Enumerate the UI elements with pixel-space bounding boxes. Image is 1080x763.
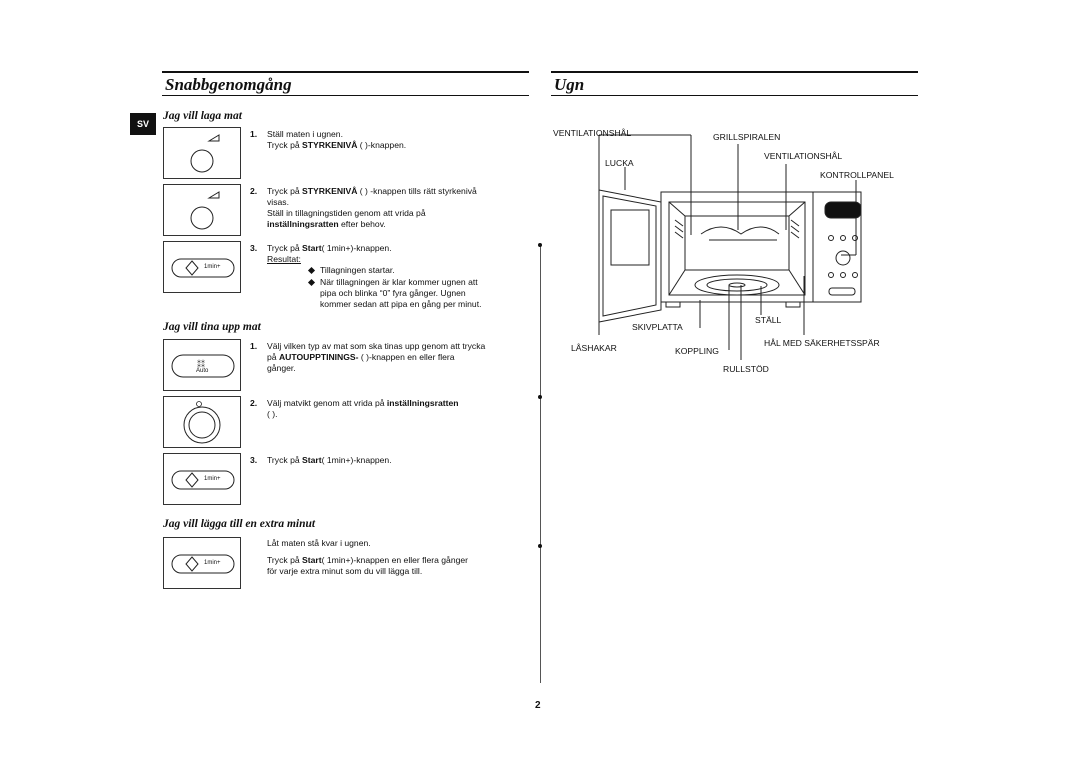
- label-ventilationshal-right: VENTILATIONSHÅL: [764, 151, 843, 161]
- step-text-line: visas.: [267, 197, 289, 207]
- label-stall: STÄLL: [755, 315, 782, 325]
- power-level-icon: [190, 191, 220, 230]
- left-page-title: Snabbgenomgång: [165, 75, 292, 94]
- step-text-line: på AUTOUPPTININGS- ( )-knappen en eller …: [267, 352, 455, 362]
- step-text: Ställ maten i ugnen. Tryck på STYRKENIVÅ…: [267, 129, 537, 151]
- step-text-line: Tryck på STYRKENIVÅ ( )-knappen.: [267, 140, 407, 150]
- step-text-line: Tryck på Start( 1min+)-knappen.: [267, 243, 392, 253]
- step-text: Välj vilken typ av mat som ska tinas upp…: [267, 341, 539, 374]
- power-level-button-illustration: [163, 127, 241, 179]
- step-text-line: gånger.: [267, 363, 296, 373]
- step-number: 2.: [250, 186, 258, 196]
- label-koppling: KOPPLING: [675, 346, 719, 356]
- result-bullet: [307, 266, 316, 275]
- step-text: Välj matvikt genom att vrida på inställn…: [267, 398, 539, 420]
- svg-text:⁑⁑: ⁑⁑: [197, 359, 205, 369]
- dial-knob-illustration: [163, 396, 241, 448]
- label-rullstod: RULLSTÖD: [723, 364, 769, 374]
- step-number: 3.: [250, 243, 258, 253]
- start-button-illustration: 1min+: [163, 537, 241, 589]
- start-button-icon: [171, 258, 235, 278]
- right-title-bottom-rule: [551, 95, 918, 96]
- dial-knob-icon: [183, 401, 221, 444]
- auto-label: Auto: [196, 368, 209, 374]
- section-heading-defrost: Jag vill tina upp mat: [163, 321, 261, 333]
- step-text-line: Tryck på STYRKENIVÅ ( ) -knappen tills r…: [267, 186, 477, 196]
- step-number: 3.: [250, 455, 258, 465]
- step-text-line: Ställ in tillagningstiden genom att vrid…: [267, 208, 426, 218]
- step-text-line: ( ).: [267, 409, 278, 419]
- label-kontrollpanel: KONTROLLPANEL: [820, 170, 894, 180]
- result-label: Resultat:: [267, 254, 301, 264]
- step-number: 1.: [250, 341, 258, 351]
- divider-dot: [538, 243, 542, 247]
- section-heading-cook: Jag vill laga mat: [163, 110, 242, 122]
- start-button-label: 1min+: [204, 560, 221, 566]
- step-text-line: Ställ maten i ugnen.: [267, 129, 343, 139]
- step-text-line: Låt maten stå kvar i ugnen.: [267, 538, 371, 548]
- start-button-label: 1min+: [204, 264, 221, 270]
- label-skivplatta: SKIVPLATTA: [632, 322, 683, 332]
- label-ventilationshal-left: VENTILATIONSHÅL: [553, 128, 632, 138]
- auto-defrost-button-illustration: ⁑⁑ Auto: [163, 339, 241, 391]
- step-text-line: Tryck på Start( 1min+)-knappen.: [267, 455, 392, 465]
- step-number: 1.: [250, 129, 258, 139]
- language-tab: SV: [130, 113, 156, 135]
- right-title-top-rule: [551, 71, 918, 73]
- label-hal-med-sakerhetsspar: HÅL MED SÄKERHETSSPÄR: [764, 338, 880, 348]
- right-page-title: Ugn: [554, 75, 585, 94]
- step-text-line: inställningsratten efter behov.: [267, 219, 386, 229]
- divider-dot: [538, 395, 542, 399]
- result-text: När tillagningen är klar kommer ugnen at…: [320, 277, 482, 309]
- start-button-label: 1min+: [204, 476, 221, 482]
- start-button-illustration: 1min+: [163, 241, 241, 293]
- step-text: Tryck på Start( 1min+)-knappen.: [267, 455, 537, 466]
- result-bullet: [307, 278, 316, 287]
- step-text-line: Tryck på Start( 1min+)-knappen en eller …: [267, 555, 469, 565]
- auto-defrost-icon: ⁑⁑: [171, 354, 235, 378]
- step-text-line: för varje extra minut som du vill lägga …: [267, 566, 423, 576]
- oven-diagram: [598, 134, 862, 360]
- step-text: Tryck på STYRKENIVÅ ( ) -knappen tills r…: [267, 186, 539, 230]
- step-text-line: Välj matvikt genom att vrida på inställn…: [267, 398, 459, 408]
- start-button-illustration: 1min+: [163, 453, 241, 505]
- label-lucka: LUCKA: [605, 158, 634, 168]
- step-number: 2.: [250, 398, 258, 408]
- result-text: Tillagningen startar.: [320, 265, 395, 275]
- step-text: Tryck på Start( 1min+)-knappen. Resultat…: [267, 243, 537, 265]
- power-level-button-illustration: [163, 184, 241, 236]
- label-lashakar: LÅSHAKAR: [571, 343, 617, 353]
- start-button-icon: [171, 470, 235, 490]
- step-text-line: Välj vilken typ av mat som ska tinas upp…: [267, 341, 486, 351]
- section-heading-extra-minute: Jag vill lägga till en extra minut: [163, 518, 316, 530]
- power-level-icon: [190, 134, 220, 173]
- left-title-bottom-rule: [162, 95, 529, 96]
- center-divider: [540, 245, 541, 683]
- start-button-icon: [171, 554, 235, 574]
- divider-dot: [538, 544, 542, 548]
- step-text: Låt maten stå kvar i ugnen. Tryck på Sta…: [267, 538, 539, 577]
- page-number: 2: [535, 700, 541, 711]
- label-grillspiralen: GRILLSPIRALEN: [713, 132, 781, 142]
- left-title-top-rule: [162, 71, 529, 73]
